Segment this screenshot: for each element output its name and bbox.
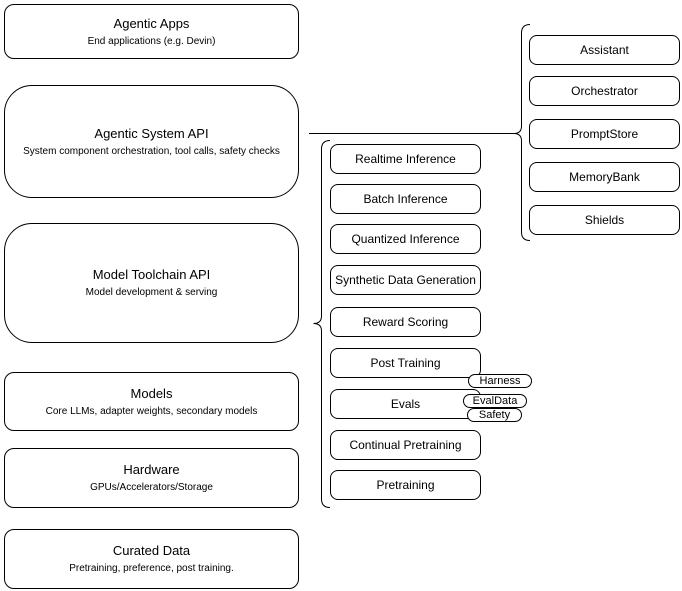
node-label: PromptStore bbox=[570, 127, 639, 141]
node-models: Models Core LLMs, adapter weights, secon… bbox=[4, 372, 299, 431]
node-shields: Shields bbox=[529, 205, 680, 235]
node-label: Synthetic Data Generation bbox=[335, 273, 476, 287]
node-label: Shields bbox=[584, 213, 625, 227]
system-components-brace bbox=[513, 24, 531, 241]
node-realtime-inference: Realtime Inference bbox=[330, 144, 481, 174]
node-continual-pretraining: Continual Pretraining bbox=[330, 430, 481, 460]
node-hardware: Hardware GPUs/Accelerators/Storage bbox=[4, 448, 299, 508]
node-label: Batch Inference bbox=[363, 192, 448, 206]
node-reward-scoring: Reward Scoring bbox=[330, 307, 481, 337]
pill-harness: Harness bbox=[468, 374, 532, 388]
pill-label: Safety bbox=[478, 409, 511, 421]
node-label: Pretraining bbox=[376, 478, 435, 492]
node-label: Post Training bbox=[370, 356, 441, 370]
node-promptstore: PromptStore bbox=[529, 119, 680, 149]
node-subtitle: System component orchestration, tool cal… bbox=[23, 145, 280, 157]
pill-evaldata: EvalData bbox=[463, 394, 527, 408]
node-subtitle: Model development & serving bbox=[85, 287, 218, 298]
node-label: Realtime Inference bbox=[355, 152, 456, 166]
pill-label: Harness bbox=[479, 375, 521, 387]
node-assistant: Assistant bbox=[529, 35, 680, 65]
pill-label: EvalData bbox=[472, 395, 518, 407]
node-orchestrator: Orchestrator bbox=[529, 76, 680, 106]
node-agentic-system-api: Agentic System API System component orch… bbox=[4, 85, 299, 198]
node-memorybank: MemoryBank bbox=[529, 162, 680, 192]
node-evals: Evals bbox=[330, 389, 481, 419]
node-label: Assistant bbox=[580, 43, 629, 57]
node-synthetic-data-generation: Synthetic Data Generation bbox=[330, 265, 481, 295]
node-label: Reward Scoring bbox=[362, 315, 449, 329]
node-batch-inference: Batch Inference bbox=[330, 184, 481, 214]
node-label: Continual Pretraining bbox=[349, 438, 462, 452]
node-subtitle: Pretraining, preference, post training. bbox=[69, 563, 234, 574]
node-title: Agentic Apps bbox=[113, 15, 190, 31]
node-title: Hardware bbox=[123, 462, 180, 477]
node-label: Orchestrator bbox=[571, 84, 638, 98]
node-model-toolchain-api: Model Toolchain API Model development & … bbox=[4, 223, 299, 343]
node-curated-data: Curated Data Pretraining, preference, po… bbox=[4, 529, 299, 589]
node-pretraining: Pretraining bbox=[330, 470, 481, 500]
node-post-training: Post Training bbox=[330, 348, 481, 378]
node-quantized-inference: Quantized Inference bbox=[330, 224, 481, 254]
node-subtitle: GPUs/Accelerators/Storage bbox=[90, 482, 213, 493]
node-label: Evals bbox=[390, 397, 421, 411]
pill-safety: Safety bbox=[467, 408, 522, 422]
node-agentic-apps: Agentic Apps End applications (e.g. Devi… bbox=[4, 4, 299, 59]
node-label: Quantized Inference bbox=[351, 232, 460, 246]
node-label: MemoryBank bbox=[569, 170, 640, 184]
toolchain-brace bbox=[313, 140, 331, 508]
node-title: Agentic System API bbox=[94, 125, 209, 141]
node-title: Curated Data bbox=[112, 543, 191, 558]
node-title: Models bbox=[130, 385, 173, 401]
node-subtitle: End applications (e.g. Devin) bbox=[87, 35, 216, 47]
node-subtitle: Core LLMs, adapter weights, secondary mo… bbox=[45, 405, 258, 417]
node-title: Model Toolchain API bbox=[92, 267, 211, 282]
